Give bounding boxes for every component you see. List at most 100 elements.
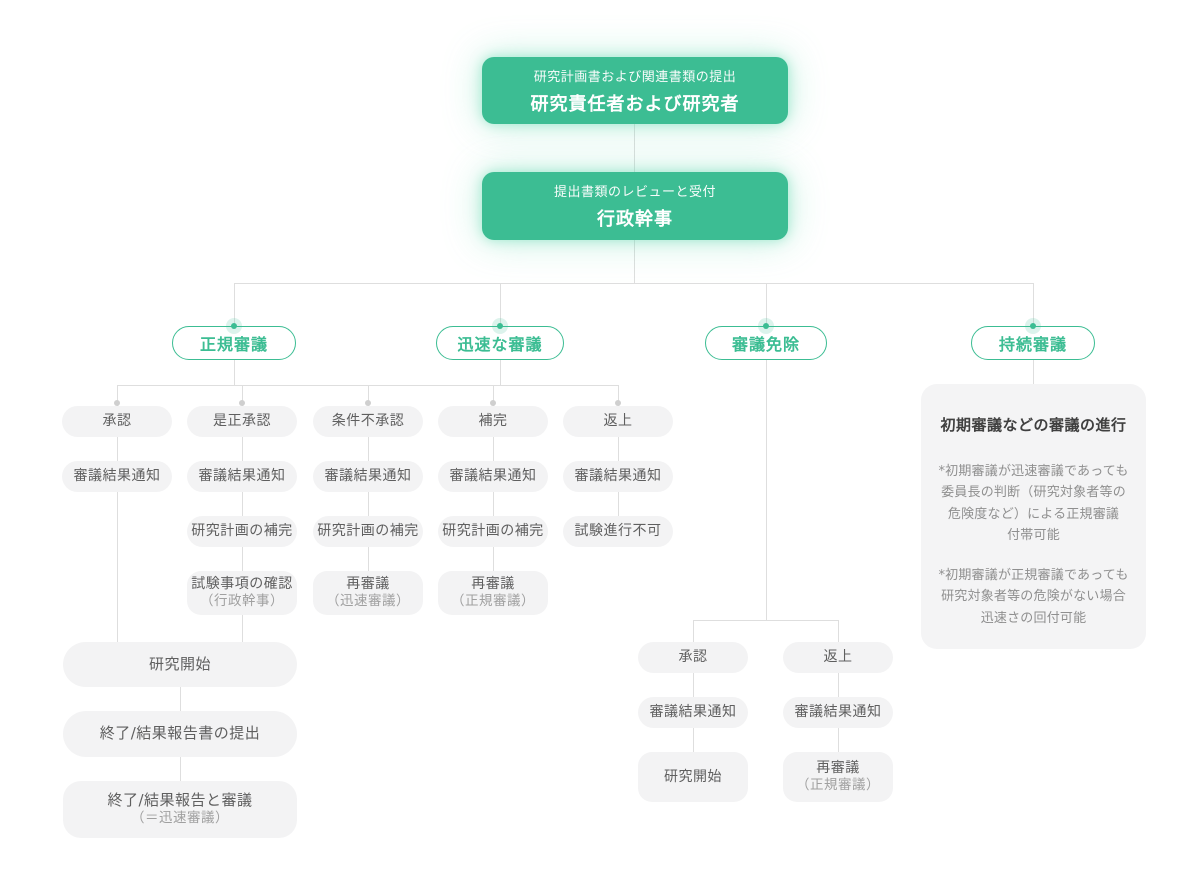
outcome-pill-supplement: 補完 [438,406,548,437]
connector-line [493,492,494,516]
note-paragraph: *初期審議が正規審議であっても 研究対象者等の危険がない場合 迅速さの回付可能 [933,565,1134,629]
pill-label: 返上 [823,649,853,666]
step-pill-cannot-proceed: 試験進行不可 [563,516,673,547]
branch-dot-icon [1025,318,1041,334]
pill-label: 条件不承認 [331,413,405,430]
connector-line [242,437,243,461]
outcome-pill-corrective-approval: 是正承認 [187,406,297,437]
branch-dot-icon [758,318,774,334]
connector-line [693,728,694,752]
outcome-dot-icon [490,400,496,406]
pill-label: 是正承認 [213,413,271,430]
connector-line [838,620,839,642]
note-line: 研究対象者等の危険がない場合 [941,589,1126,605]
pill-label: 承認 [102,413,132,430]
branch-regular-review: 正規審議 [172,326,296,360]
connector-line [493,437,494,461]
study-start-pill: 研究開始 [63,642,297,687]
connector-line [693,620,838,621]
connector-line [242,547,243,571]
branch-review-exemption: 審議免除 [705,326,827,360]
start-node-title: 研究責任者および研究者 [530,93,740,115]
start-node: 研究計画書および関連書類の提出 研究責任者および研究者 [482,57,788,124]
step-pill-item-confirmation: 試験事項の確認 （行政幹事） [187,571,297,615]
connector-line [493,385,494,407]
outcome-pill-returned: 返上 [563,406,673,437]
pill-label: 研究開始 [148,654,211,673]
step-pill-plan-supplement: 研究計画の補完 [438,516,548,547]
step-pill-result-notice: 審議結果通知 [62,461,172,492]
note-line: *初期審議が正規審議であっても [938,567,1129,583]
note-line: 危険度など）による正規審議 [947,506,1120,522]
pill-label: 承認 [678,649,708,666]
pill-label: 研究開始 [664,768,722,785]
connector-line [368,385,369,407]
connector-line [766,360,767,620]
step-pill-result-notice: 審議結果通知 [187,461,297,492]
step-pill-plan-supplement: 研究計画の補完 [187,516,297,547]
connector-line [766,283,767,328]
step-pill-re-review-regular: 再審議 （正規審議） [783,752,893,802]
outcome-dot-icon [114,400,120,406]
exempt-pill-approved: 承認 [638,642,748,673]
connector-line [500,283,501,328]
pill-label: 審議結果通知 [649,704,737,721]
branch-dot-icon [226,318,242,334]
step-pill-result-notice: 審議結果通知 [638,697,748,728]
pill-label: 再審議 [816,760,860,777]
connector-line [117,492,118,642]
outcome-pill-approved: 承認 [62,406,172,437]
step-pill-re-review-regular: 再審議 （正規審議） [438,571,548,615]
step-pill-result-notice: 審議結果通知 [563,461,673,492]
step-pill-study-start: 研究開始 [638,752,748,802]
pill-label: 終了/結果報告書の提出 [99,724,261,743]
pill-label: 審議結果通知 [574,468,662,485]
pill-label: 再審議 [471,576,515,593]
pill-sublabel: （行政幹事） [200,593,284,610]
outcome-pill-conditional-disapproval: 条件不承認 [313,406,423,437]
connector-line [368,492,369,516]
connector-line [368,547,369,571]
pill-sublabel: （正規審議） [796,777,880,794]
branch-dot-icon [492,318,508,334]
note-line: 付帯可能 [1007,528,1060,544]
pill-label: 終了/結果報告と審議 [107,790,253,809]
secretariat-node: 提出書類のレビューと受付 行政幹事 [482,172,788,240]
pill-sublabel: （＝迅速審議） [131,810,229,827]
pill-label: 研究計画の補完 [317,523,419,540]
connector-line [500,360,501,385]
connector-line [234,283,1033,284]
pill-label: 返上 [603,413,633,430]
pill-label: 再審議 [346,576,390,593]
pill-label: 審議結果通知 [198,468,286,485]
pill-label: 補完 [478,413,508,430]
connector-line [117,385,618,386]
pill-sublabel: （迅速審議） [326,593,410,610]
connector-line [618,492,619,516]
connector-line [242,615,243,642]
final-report-pill: 終了/結果報告書の提出 [63,711,297,757]
connector-line [234,360,235,385]
connector-line [242,492,243,516]
connector-line [618,437,619,461]
branch-label: 審議免除 [731,335,800,354]
connector-line [838,673,839,697]
connector-line [368,437,369,461]
outcome-dot-icon [239,400,245,406]
pill-label: 研究計画の補完 [191,523,293,540]
connector-line [634,124,635,172]
step-pill-result-notice: 審議結果通知 [313,461,423,492]
connector-line [493,547,494,571]
connector-line [117,437,118,461]
pill-sublabel: （正規審議） [451,593,535,610]
connector-line [1033,360,1034,384]
note-line: 委員長の判断（研究対象者等の [941,485,1126,501]
step-pill-re-review-expedited: 再審議 （迅速審議） [313,571,423,615]
connector-line [634,240,635,283]
pill-label: 審議結果通知 [73,468,161,485]
connector-line [180,687,181,711]
branch-label: 正規審議 [199,335,268,354]
step-pill-result-notice: 審議結果通知 [783,697,893,728]
connector-line [117,385,118,407]
